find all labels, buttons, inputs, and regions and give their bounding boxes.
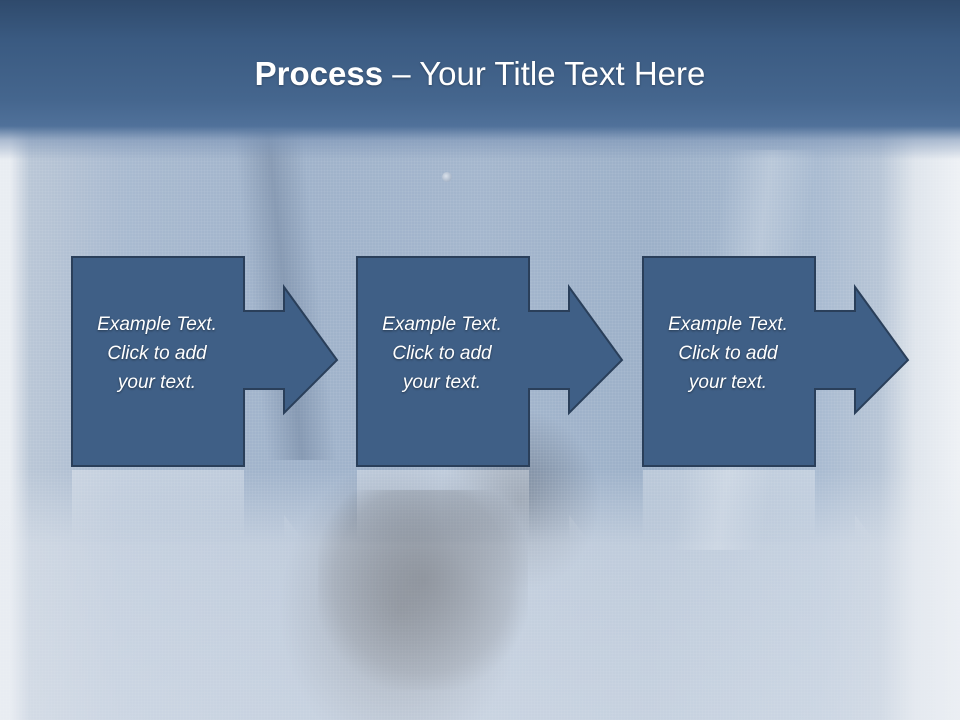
step-text: Example Text. Click to add your text. [97, 314, 217, 393]
step-arrow-shape [642, 256, 910, 467]
step-text: Example Text. Click to add your text. [382, 314, 502, 393]
step-reflection [643, 470, 874, 540]
process-step-1[interactable]: Example Text. Click to add your text. [71, 256, 361, 468]
slide-title[interactable]: Process – Your Title Text Here [0, 52, 960, 96]
title-rest-text: – Your Title Text Here [383, 55, 706, 92]
step-text: Example Text. Click to add your text. [668, 314, 788, 393]
title-bold-text: Process [254, 55, 384, 92]
shirt-button-image [442, 172, 452, 182]
title-banner [0, 0, 960, 160]
process-step-3[interactable]: Example Text. Click to add your text. [642, 256, 932, 468]
process-step-2[interactable]: Example Text. Click to add your text. [356, 256, 646, 468]
step-reflection [72, 470, 303, 540]
step-arrow-shape [356, 256, 624, 467]
step-reflection [357, 470, 588, 540]
step-arrow-shape [71, 256, 339, 467]
